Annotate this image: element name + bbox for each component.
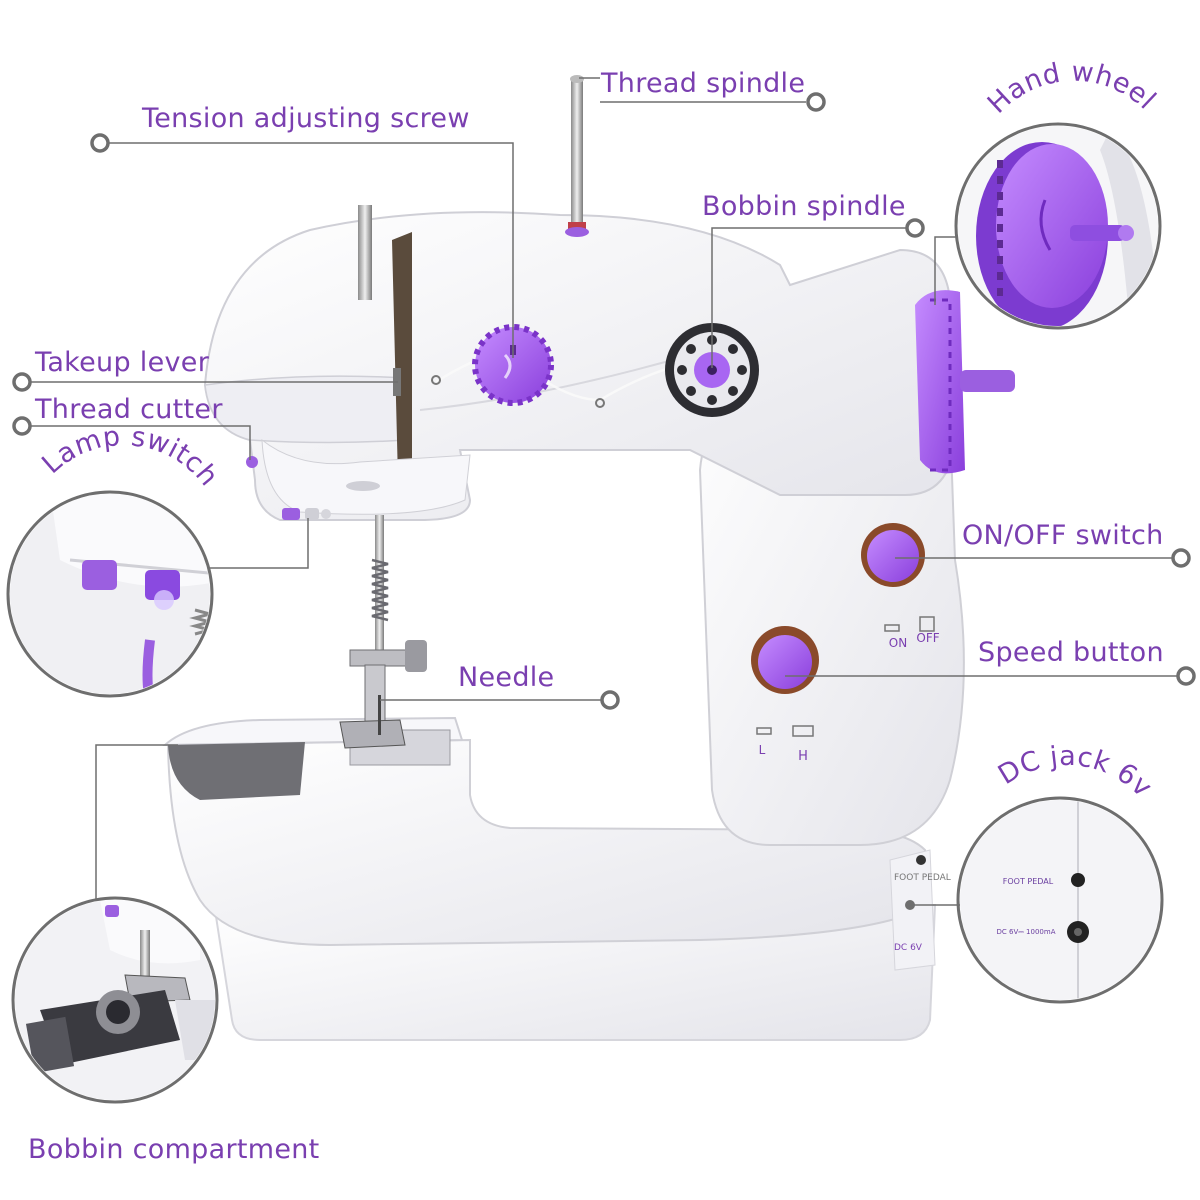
leader-markers <box>12 92 1196 710</box>
speed-button[interactable] <box>751 626 819 694</box>
lamp-switch-detail <box>6 490 214 698</box>
bobbin-compartment-label: Bobbin compartment <box>28 1134 320 1165</box>
dc-jack-label: DC jack 6v <box>993 741 1158 804</box>
needle-plate <box>168 742 305 800</box>
hand-wheel[interactable] <box>915 290 1015 474</box>
dc-jack-detail: FOOT PEDAL DC 6V⎓ 1000mA <box>956 796 1164 1004</box>
hand-wheel-label: Hand wheel <box>982 56 1162 119</box>
hand-wheel-detail <box>954 122 1162 330</box>
on-label: ON <box>889 636 907 650</box>
sewing-machine: ON OFF L H FOOT PEDAL DC 6V <box>162 75 1015 1041</box>
presser-foot <box>339 640 427 749</box>
side-dc-text: DC 6V <box>894 943 923 953</box>
foot-pedal-text: FOOT PEDAL <box>1003 877 1054 886</box>
bobbin-compartment-detail <box>11 896 219 1104</box>
on-off-switch-label: ON/OFF switch <box>962 520 1164 551</box>
bobbin-spindle-label: Bobbin spindle <box>702 191 906 222</box>
needle-label: Needle <box>458 662 555 693</box>
thread-cutter-label: Thread cutter <box>35 394 223 425</box>
vertical-spindle <box>358 205 372 300</box>
on-off-switch[interactable] <box>861 523 925 587</box>
takeup-slot <box>392 232 412 480</box>
takeup-lever-label: Takeup lever <box>35 347 210 378</box>
machine-bed <box>166 738 932 947</box>
high-label: H <box>798 749 808 764</box>
tension-screw-label: Tension adjusting screw <box>142 103 470 134</box>
side-foot-pedal-text: FOOT PEDAL <box>894 873 951 883</box>
speed-button-label: Speed button <box>978 637 1164 668</box>
low-label: L <box>759 743 766 757</box>
dc-rating-text: DC 6V⎓ 1000mA <box>997 928 1056 936</box>
machine-head <box>204 375 406 444</box>
thread-spindle-post <box>571 78 583 228</box>
thread-spindle-label: Thread spindle <box>601 68 806 99</box>
lamp-switch-label: Lamp switch <box>36 421 224 492</box>
off-label: OFF <box>916 631 939 645</box>
leader-lines <box>22 77 1185 906</box>
bobbin-spool[interactable] <box>665 323 759 417</box>
